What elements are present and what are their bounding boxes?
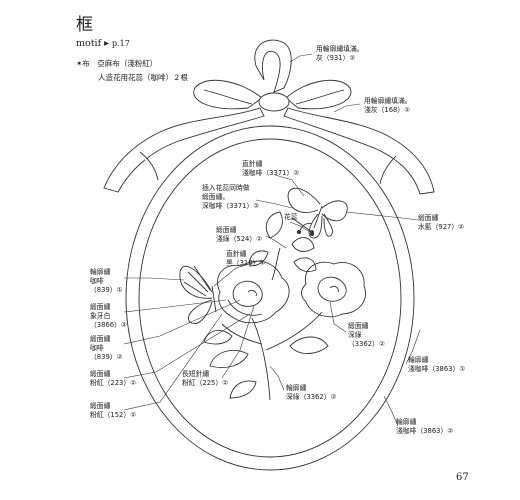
label-gray-outline-fill: 用輪廓繡填滿。灰（931）② — [316, 45, 364, 62]
butterfly-left-icon — [179, 265, 217, 324]
label-outline-darkgreen: 輪廓繡深綠（3362）② — [286, 384, 337, 401]
motif-reference: motif ▸ p.17 — [76, 38, 130, 49]
label-outline-lightbrown-2: 輪廓繡淺咖啡（3863）② — [396, 418, 454, 435]
label-long-short-pink-225: 長短針繡粉紅（225）② — [182, 370, 229, 387]
material-line-1: ✶布 亞麻布（淺粉紅） — [76, 59, 158, 68]
leaves-icon — [203, 211, 329, 399]
label-straight-stitch-black: 直針繡黑（310）① — [226, 250, 266, 267]
label-satin-waterblue: 緞面繡水藍（927）② — [418, 214, 465, 231]
stems-icon — [221, 247, 323, 401]
label-outline-lightbrown-1: 輪廓繡淺咖啡（3863）① — [408, 356, 466, 373]
material-line-2: 人造花用花蕊（咖啡）２根 — [98, 73, 188, 82]
label-satin-ivory: 緞面繡象牙白（3866）② — [90, 303, 127, 329]
flower-right-icon — [301, 261, 366, 318]
label-satin-pink-223: 緞面繡粉紅（223）② — [90, 370, 137, 387]
label-lightgray-outline-fill: 用輪廓繡填滿。淺灰（168）② — [364, 97, 412, 114]
label-straight-stitch-lightbrown: 直針繡淺咖啡（3371）② — [242, 160, 300, 177]
label-stamen: 花蕊 — [284, 213, 298, 221]
label-satin-pink-152: 緞面繡粉紅（152）② — [90, 402, 137, 419]
page-title: 框 — [76, 15, 93, 35]
frame-inner-icon — [138, 138, 402, 458]
label-satin-darkgreen: 緞面繡深綠（3362）② — [348, 322, 385, 348]
label-stamen-satin-stitch: 插入花蕊同時做緞面繡。深咖啡（3371）② — [202, 184, 260, 210]
label-satin-lightgreen: 緞面繡淺綠（524）② — [216, 226, 263, 243]
bow-icon — [103, 39, 435, 195]
stamen-icon — [291, 217, 314, 234]
motif-label: motif — [76, 38, 102, 49]
page-ref: p.17 — [111, 39, 130, 48]
frame-outer-icon — [125, 125, 415, 471]
label-outline-brown-839: 輪廓繡咖啡（839）① — [90, 268, 123, 294]
label-satin-brown-839: 緞面繡咖啡（839）② — [90, 335, 123, 361]
page-number: 67 — [456, 472, 469, 483]
butterfly-upper-icon — [287, 187, 348, 239]
leader-lines — [123, 53, 421, 427]
arrow-icon: ▸ — [104, 38, 112, 49]
flower-left-icon — [217, 260, 290, 324]
